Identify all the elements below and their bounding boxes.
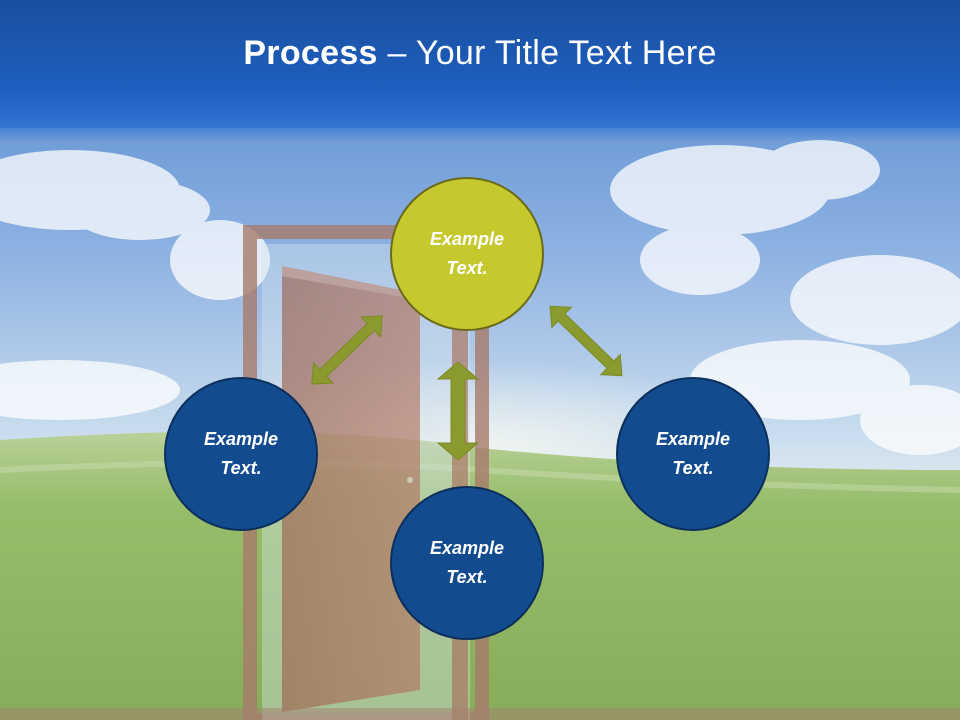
arrow-top-right <box>549 305 623 377</box>
title-bar: Process – Your Title Text Here <box>0 0 960 142</box>
arrow-top-bottom <box>436 361 480 461</box>
node-right: Example Text. <box>616 377 770 531</box>
title-rest-part: – Your Title Text Here <box>377 33 717 72</box>
node-left: Example Text. <box>164 377 318 531</box>
node-bottom: Example Text. <box>390 486 544 640</box>
node-bottom-label: Example Text. <box>429 538 505 587</box>
title-bold-part: Process <box>243 33 378 72</box>
node-right-label: Example Text. <box>655 429 731 478</box>
node-top-label: Example Text. <box>429 229 505 278</box>
node-left-label: Example Text. <box>203 429 279 478</box>
node-top: Example Text. <box>390 177 544 331</box>
slide-title: Process – Your Title Text Here <box>243 34 716 73</box>
arrow-top-left <box>311 315 383 385</box>
